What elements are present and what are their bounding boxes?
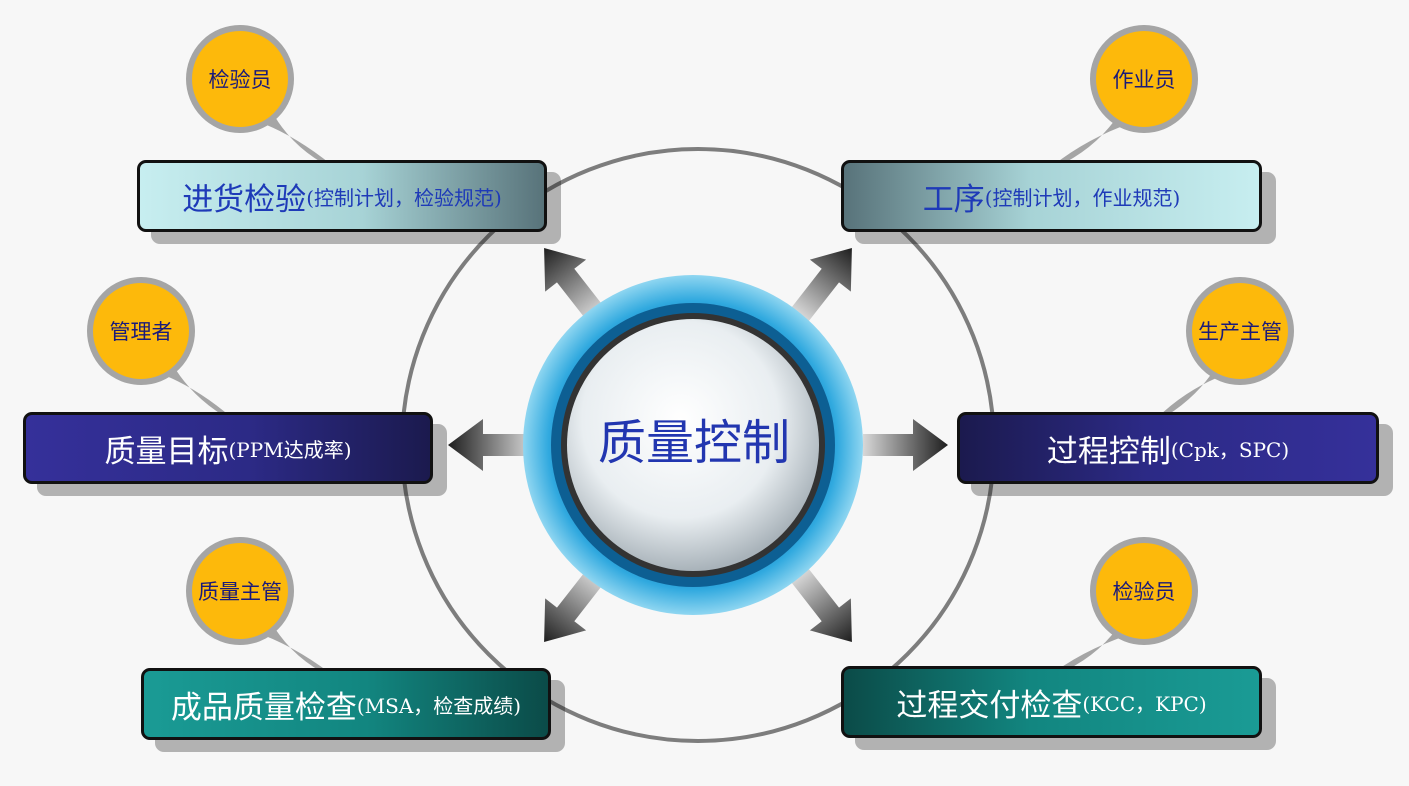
box-process-control: 过程控制(Cpk，SPC) xyxy=(957,412,1379,484)
box-sub-label: (KCC，KPC) xyxy=(1082,691,1207,716)
center-hub xyxy=(523,275,863,615)
box-incoming-inspection: 进货检验(控制计划，检验规范) xyxy=(137,160,547,232)
role-bubble-top-right: 作业员 xyxy=(1090,25,1198,133)
box-finished-product-inspection: 成品质量检查(MSA，检查成绩) xyxy=(141,668,551,740)
arrow-right xyxy=(863,419,948,471)
box-sub-label: (控制计划，检验规范) xyxy=(306,185,502,210)
box-quality-target: 质量目标(PPM达成率) xyxy=(23,412,433,484)
box-main-label: 进货检验 xyxy=(182,181,307,218)
box-main-label: 过程交付检查 xyxy=(896,687,1083,724)
role-bubble-mid-right: 生产主管 xyxy=(1186,277,1294,385)
arrow-bottom-right xyxy=(790,568,852,643)
role-bubble-bottom-left: 质量主管 xyxy=(186,537,294,645)
role-bubble-mid-left: 管理者 xyxy=(87,277,195,385)
box-sub-label: (MSA，检查成绩) xyxy=(356,693,522,718)
box-delivery-inspection: 过程交付检查(KCC，KPC) xyxy=(841,666,1262,738)
arrow-top-left xyxy=(544,247,606,322)
arrow-top-right xyxy=(790,247,852,322)
center-label: 质量控制 xyxy=(597,415,790,471)
role-bubble-bottom-right: 检验员 xyxy=(1090,537,1198,645)
box-main-label: 过程控制 xyxy=(1046,433,1171,470)
bubble-tail-bottom-right xyxy=(1045,616,1180,679)
box-sub-label: (PPM达成率) xyxy=(228,437,352,462)
box-main-label: 工序 xyxy=(922,181,985,218)
box-sub-label: (控制计划，作业规范) xyxy=(984,185,1181,210)
box-main-label: 质量目标 xyxy=(104,433,229,470)
box-process-step: 工序(控制计划，作业规范) xyxy=(841,160,1262,232)
role-bubble-top-left: 检验员 xyxy=(186,25,294,133)
box-sub-label: (Cpk，SPC) xyxy=(1170,437,1290,462)
arrow-bottom-left xyxy=(544,568,606,643)
box-main-label: 成品质量检查 xyxy=(170,689,357,726)
arrow-left xyxy=(448,419,533,471)
